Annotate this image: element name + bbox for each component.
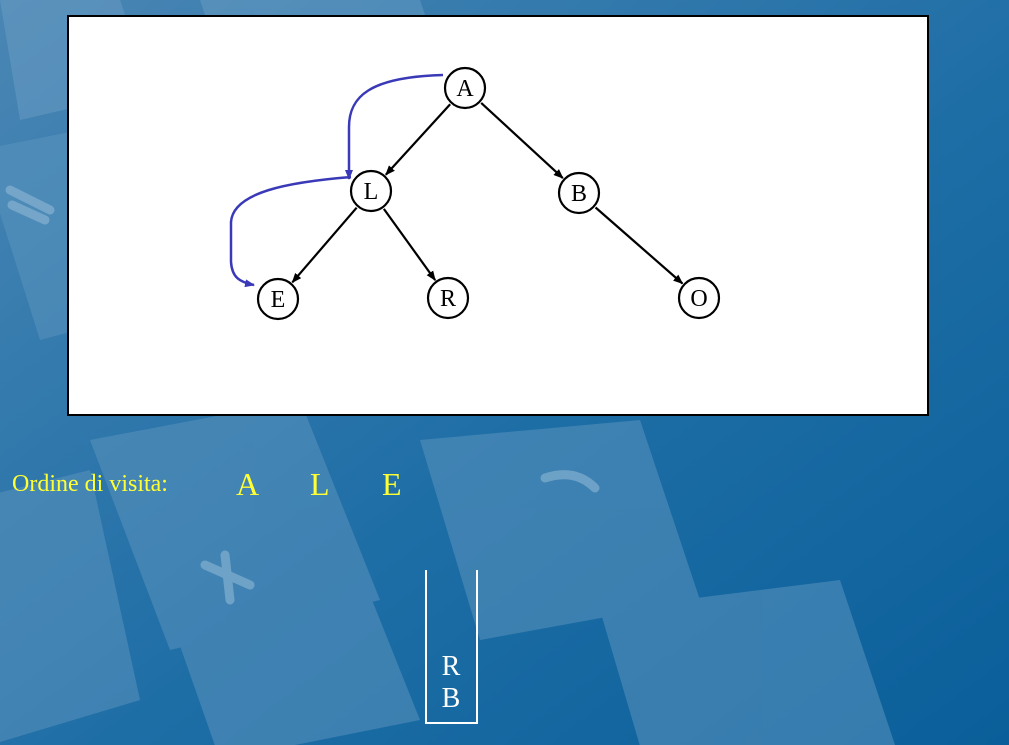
tree-node-label: O bbox=[690, 286, 707, 312]
tree-node-circle bbox=[349, 169, 393, 213]
tree-edge-a-l bbox=[385, 103, 451, 176]
stack-outline bbox=[425, 570, 478, 724]
tree-node-circle bbox=[557, 171, 601, 215]
tree-node-label: R bbox=[440, 286, 456, 312]
tree-node-a: A bbox=[443, 66, 487, 110]
tree-diagram: A L B E R O bbox=[229, 66, 721, 321]
visit-order-item: E bbox=[382, 466, 402, 502]
tree-edge-b-o bbox=[594, 206, 684, 285]
tree-node-l: L bbox=[349, 169, 393, 213]
tree-node-circle bbox=[256, 277, 300, 321]
tree-node-o: O bbox=[677, 276, 721, 320]
tree-edge-l-e bbox=[291, 206, 358, 284]
tree-node-circle bbox=[426, 276, 470, 320]
tree-edge-a-b bbox=[480, 102, 564, 179]
stack-container: R B bbox=[425, 570, 478, 724]
stack-item: R bbox=[442, 651, 461, 682]
tree-node-label: L bbox=[364, 179, 379, 205]
tree-node-circle bbox=[443, 66, 487, 110]
visit-order-label: Ordine di visita: bbox=[12, 471, 168, 497]
tree-node-label: B bbox=[571, 181, 587, 207]
tree-node-label: A bbox=[456, 76, 474, 102]
tree-node-b: B bbox=[557, 171, 601, 215]
tree-node-r: R bbox=[426, 276, 470, 320]
tree-diagram-panel: A L B E R O bbox=[67, 15, 929, 416]
tree-edge-l-r bbox=[382, 208, 437, 281]
traversal-arrow-l-e bbox=[229, 175, 352, 288]
stack-item: B bbox=[442, 683, 461, 714]
tree-node-e: E bbox=[256, 277, 300, 321]
tree-node-label: E bbox=[271, 287, 286, 313]
visit-order-item: A bbox=[236, 466, 260, 502]
visit-order-item: L bbox=[310, 466, 330, 502]
tree-node-circle bbox=[677, 276, 721, 320]
traversal-arrow-a-l bbox=[345, 73, 444, 180]
